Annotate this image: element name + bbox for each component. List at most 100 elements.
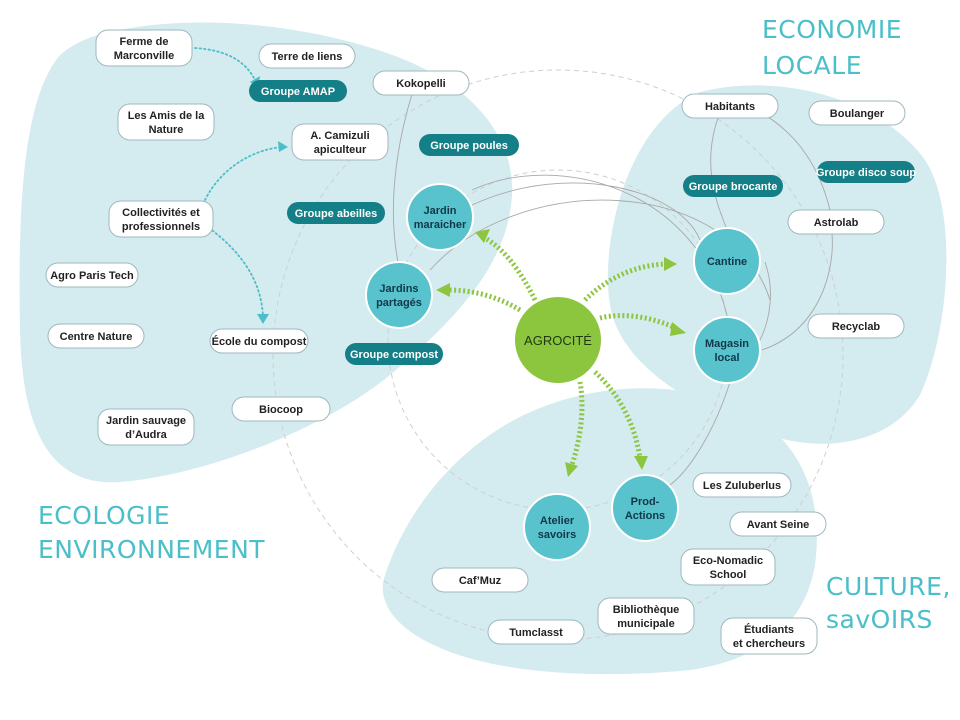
partner-label-line-1: Les Zuluberlus [703,480,781,492]
project-label-line-1: Atelier [540,515,575,527]
partner-box [47,323,145,349]
group-groupe-amap: Groupe AMAP [249,80,347,102]
core-label: AGROCITÉ [524,333,592,348]
partner-label-line-1: Étudiants [744,623,794,636]
project-circle [406,183,474,251]
project-atelier-savoirs: Atelier savoirs [523,493,591,561]
partner-box [97,408,195,446]
partner-label-line-1: École du compost [212,335,307,348]
project-jardins-partages: Jardins partagés [365,261,433,329]
region-title-ecologie-line2: ENVIRONNEMENT [38,535,265,564]
link-magasin-recyclab [761,233,833,351]
partner-box [692,472,792,498]
link-habitants-astrolab [759,111,831,211]
partner-label-line-2: et chercheurs [733,638,805,650]
dotted-arrows [194,47,288,324]
core-arrow-jardins-partages [447,287,522,313]
partner-box [597,597,695,635]
project-label-line-1: Prod- [631,496,660,508]
group-box [249,80,347,102]
project-label-line-2: local [714,352,739,364]
core-arrowhead-cantine [664,257,677,271]
project-circle [693,316,761,384]
partner-label-line-1: Eco-Nomadic [693,555,763,567]
region-title-culture-line1: CULTURE, [826,572,951,601]
group-box [287,202,385,224]
partner-box [807,313,905,339]
partner-agro-paris-tech: Agro Paris Tech [45,262,139,288]
region-title-culture-line2: savOIRS [826,605,933,634]
arrowhead-camizuli [278,141,288,152]
partner-label-line-1: Bibliothèque [613,604,680,616]
partner-recyclab: Recyclab [807,313,905,339]
region-title-ecologie-line1: ECOLOGIE [38,501,170,530]
project-circle [365,261,433,329]
partner-label-line-1: Kokopelli [396,78,446,90]
partner-label-line-1: Jardin sauvage [106,415,186,427]
project-label-line-2: partagés [376,297,422,309]
project-magasin-local: Magasin local [693,316,761,384]
partner-label-line-1: Habitants [705,101,755,113]
partner-label-line-1: Boulanger [830,108,885,120]
partner-tumclasst: Tumclasst [487,619,585,645]
project-label-line-2: savoirs [538,529,577,541]
partner-astrolab: Astrolab [787,209,885,235]
partner-label-line-2: Nature [149,124,184,136]
partner-label-line-1: Collectivités et [122,207,200,219]
partner-label-line-1: Ferme de [120,36,169,48]
arrow-collectivites-to-ecole [204,224,264,319]
partner-biocoop: Biocoop [231,396,331,422]
partner-box [372,70,470,96]
partner-box [45,262,139,288]
region-titles: ECONOMIE LOCALE ECOLOGIE ENVIRONNEMENT C… [38,15,951,634]
partner-label-line-1: Recyclab [832,321,881,333]
partner-label-line-2: d’Audra [125,429,167,441]
group-box [683,175,783,197]
partner-box [729,511,827,537]
partner-box [720,617,818,655]
group-box [817,161,915,183]
group-groupe-brocante: Groupe brocante [683,175,783,197]
group-label: Groupe poules [430,140,508,152]
link-cantine-magasin [759,261,771,341]
project-label-line-2: Actions [625,510,665,522]
partner-box [808,100,906,126]
partner-box [209,328,309,354]
group-groupe-compost: Groupe compost [345,343,443,365]
partner-cafmuz: Caf’Muz [431,567,529,593]
arrow-ferme-to-amap [194,47,256,81]
project-circle [611,474,679,542]
core-arrow-cantine [583,261,666,302]
partner-label-line-2: School [710,569,747,581]
core-node: AGROCITÉ [513,295,603,385]
partner-etudiants-chercheurs: Étudiants et chercheurs [720,617,818,655]
partner-kokopelli: Kokopelli [372,70,470,96]
core-circle [513,295,603,385]
partner-label-line-1: Astrolab [814,217,859,229]
partner-label-line-1: Agro Paris Tech [50,270,134,282]
group-label: Groupe disco soup [816,167,917,179]
project-label-line-1: Magasin [705,338,749,350]
core-arrows [436,229,686,477]
partner-box [787,209,885,235]
link-kokopelli-jardins-partages [392,93,413,263]
partner-box [681,93,779,119]
partner-label-line-1: Caf’Muz [459,575,502,587]
link-magasin-prodactions [669,381,731,486]
region-title-economie-line2: LOCALE [762,51,862,80]
arrowhead-ecole [257,314,269,324]
project-circle [693,227,761,295]
project-label-line-1: Jardins [379,283,418,295]
partner-habitants: Habitants [681,93,779,119]
group-box [345,343,443,365]
group-groupe-poules: Groupe poules [419,134,519,156]
group-label: Groupe AMAP [261,86,335,98]
partner-box [487,619,585,645]
partner-box [108,200,214,238]
core-arrow-jardin-maraicher [483,235,538,302]
project-circle [523,493,591,561]
